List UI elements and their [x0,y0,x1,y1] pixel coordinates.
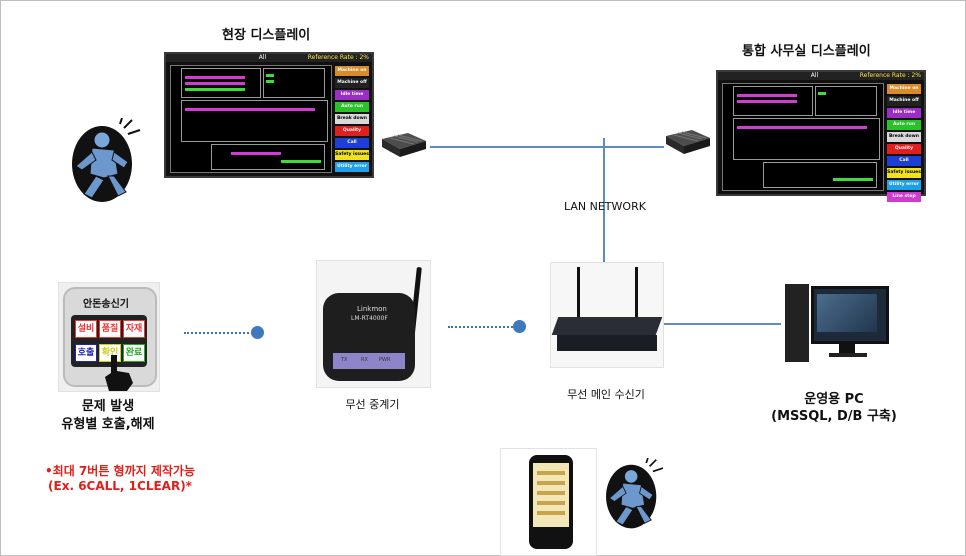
pc-title: 운영용 PC [804,392,864,407]
pc-subtitle: (MSSQL, D/B 구축) [771,409,897,424]
network-line-to-pc [663,323,781,325]
legend-machine-on: Machine on [335,66,369,76]
display-reference-2: Reference Rate : 2% [859,72,921,79]
legend2-utility: Utility error [887,180,921,190]
worker-running-icon [72,118,141,202]
legend-machine-off: Machine off [335,78,369,88]
legend-idle-time: Idle time [335,90,369,100]
legend-utility: Utility error [335,162,369,172]
link-node-1 [251,326,264,339]
legend-safety: Safety issues [335,150,369,160]
legend2-line-stop: Line stop [887,192,921,202]
btn-equipment[interactable]: 설비 [75,320,97,338]
receiver-label: 무선 메인 수신기 [567,388,645,401]
legend-call-supervisor: Call supervisor [335,138,369,148]
repeater-label: 무선 중계기 [345,398,400,411]
field-display-title: 현장 디스플레이 [222,28,311,43]
office-hub-icon [666,130,710,154]
repeater-led-pwr: PWR [379,357,391,363]
worker-mobile-icon [606,458,664,529]
btn-material[interactable]: 자재 [123,320,145,338]
display-reference: Reference Rate : 2% [307,54,369,61]
legend-quality: Quality issues [335,126,369,136]
legend2-machine-off: Machine off [887,96,921,106]
btn-call[interactable]: 호출 [75,344,97,362]
legend2-break-down: Break down [887,132,921,142]
note-line-2: (Ex. 6CALL, 1CLEAR)* [48,479,192,493]
field-hub-icon [382,133,426,157]
smartphone-photo [500,448,597,556]
repeater-brand: Linkmon [357,305,387,313]
display-all-label-2: All [810,72,819,79]
receiver-photo [550,262,664,368]
field-display-monitor: All Reference Rate : 2% Machine on Machin… [164,52,374,178]
office-display-monitor: All Reference Rate : 2% Machine on Machin… [716,70,926,202]
floor-map-2 [722,83,884,191]
pc-photo [781,278,889,368]
problem-label-1: 문제 발생 [81,399,135,414]
network-line-vertical [603,138,605,264]
lan-network-label: LAN NETWORK [564,200,646,213]
legend2-idle-time: Idle time [887,108,921,118]
wireless-link-2 [448,326,516,328]
network-line-horizontal [430,146,664,148]
repeater-model: LM-RT4000F [351,315,388,322]
floor-map [170,65,332,173]
repeater-photo: Linkmon LM-RT4000F TX RX PWR [316,260,431,388]
wireless-link-1 [184,332,256,334]
legend2-auto-run: Auto run [887,120,921,130]
problem-label-2: 유형별 호출,해제 [61,417,155,432]
pressing-hand-icon [105,355,133,391]
legend2-machine-on: Machine on [887,84,921,94]
note-line-1: •최대 7버튼 형까지 제작가능 [45,464,195,478]
legend-auto-run: Auto run [335,102,369,112]
display-all-label: All [258,54,267,61]
transmitter-title: 안돈송신기 [83,299,129,310]
btn-quality[interactable]: 품질 [99,320,121,338]
legend2-call-supervisor: Call supervisor [887,156,921,166]
link-node-2 [513,320,526,333]
legend-break-down: Break down [335,114,369,124]
btn-complete[interactable]: 완료 [123,344,145,362]
legend2-safety: Safety issues [887,168,921,178]
legend2-quality: Quality issues [887,144,921,154]
repeater-led-rx: RX [361,357,368,363]
office-display-title: 통합 사무실 디스플레이 [742,44,871,59]
repeater-led-tx: TX [341,357,348,363]
transmitter-photo: 안돈송신기 설비 품질 자재 호출 확인 완료 [58,282,160,392]
